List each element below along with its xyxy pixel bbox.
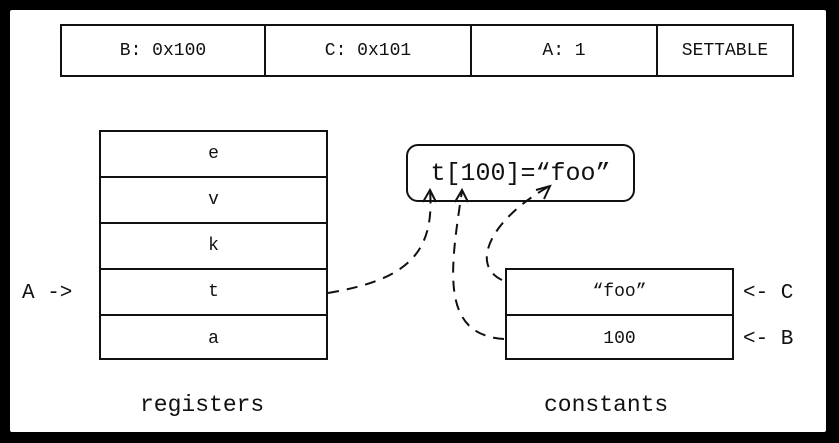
constant-pointer-b: <- B <box>743 328 794 351</box>
arrow-constant-100 <box>452 190 505 340</box>
register-row-target: t <box>101 270 326 316</box>
register-row: a <box>208 329 219 349</box>
registers-caption: registers <box>140 392 265 418</box>
field-b: B: 0x100 <box>62 26 266 75</box>
constant-stack: “foo” 100 <box>505 268 734 360</box>
register-row: v <box>101 178 326 224</box>
register-pointer-a: A -> <box>22 282 73 305</box>
register-row: k <box>101 224 326 270</box>
expression-box: t[100]=“foo” <box>406 144 635 202</box>
field-opcode: SETTABLE <box>681 40 769 61</box>
constant-row-100: 100 <box>603 329 636 349</box>
constant-pointer-c: <- C <box>743 282 794 305</box>
constant-row-foo: “foo” <box>507 270 732 316</box>
arrow-register-t <box>327 189 432 294</box>
diagram-canvas: B: 0x100 C: 0x101 A: 1 SETTABLE e v k t … <box>10 10 826 432</box>
constants-caption: constants <box>544 392 669 418</box>
field-c: C: 0x101 <box>266 26 472 75</box>
register-row: e <box>101 132 326 178</box>
field-a: A: 1 <box>472 26 658 75</box>
register-stack: e v k t a <box>99 130 328 360</box>
instruction-bar: B: 0x100 C: 0x101 A: 1 SETTABLE <box>60 24 794 77</box>
